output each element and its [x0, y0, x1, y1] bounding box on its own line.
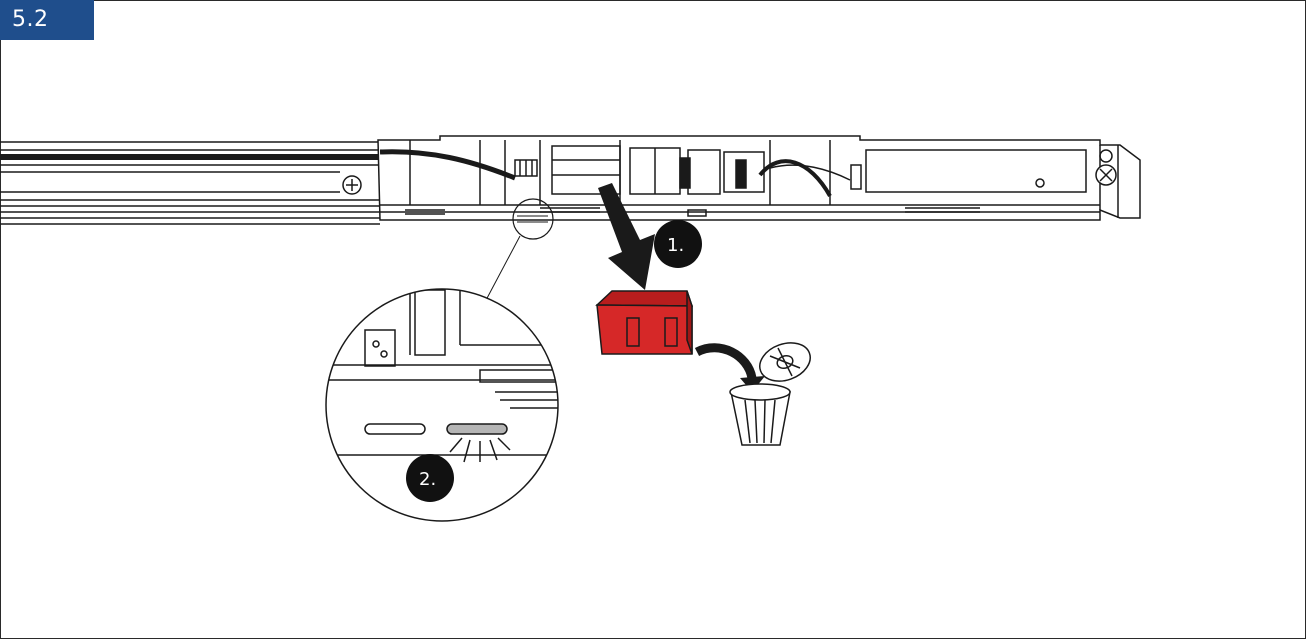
callout-line	[484, 235, 521, 303]
jumper-block	[595, 290, 694, 355]
step-2-label: 2.	[419, 469, 436, 490]
arrow-down-icon	[598, 183, 655, 290]
magnifier-callout	[325, 288, 559, 522]
step-1-marker: 1.	[654, 220, 702, 268]
magnifier-source-circle	[512, 198, 554, 240]
section-number-badge: 5.2	[0, 0, 94, 40]
screw-icon	[1095, 164, 1117, 186]
screw-icon	[342, 175, 362, 195]
drive-rail	[0, 135, 1141, 225]
lit-led-slot	[446, 423, 508, 435]
step-1-label: 1.	[667, 235, 684, 256]
step-2-marker: 2.	[406, 454, 454, 502]
trash-bin-icon	[729, 342, 811, 446]
